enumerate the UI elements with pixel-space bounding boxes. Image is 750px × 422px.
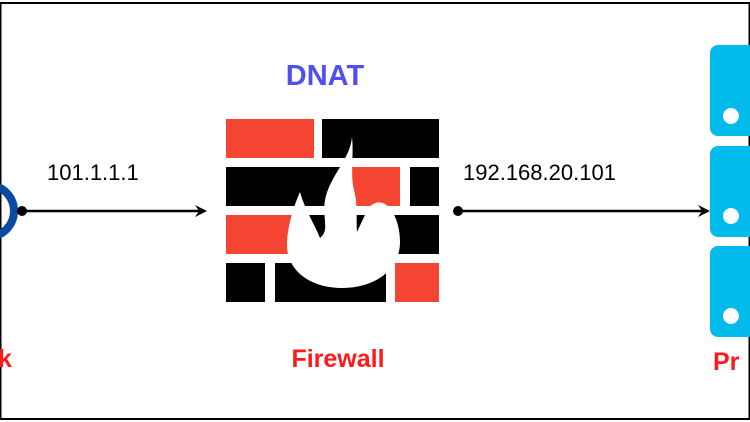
diagram-title: DNAT (286, 60, 365, 92)
edge-1-label: 101.1.1.1 (47, 160, 139, 185)
edge-2-label: 192.168.20.101 (463, 160, 616, 185)
left-node-label: k (0, 345, 12, 373)
network-ring-icon (0, 183, 18, 239)
firewall-icon (226, 119, 439, 302)
edge-firewall-to-server (453, 205, 710, 217)
right-node-label: Pr (713, 348, 740, 376)
flame-icon (287, 137, 400, 288)
edge-network-to-firewall (17, 205, 207, 217)
firewall-label: Firewall (291, 345, 384, 373)
server-stack-icon (710, 45, 750, 337)
